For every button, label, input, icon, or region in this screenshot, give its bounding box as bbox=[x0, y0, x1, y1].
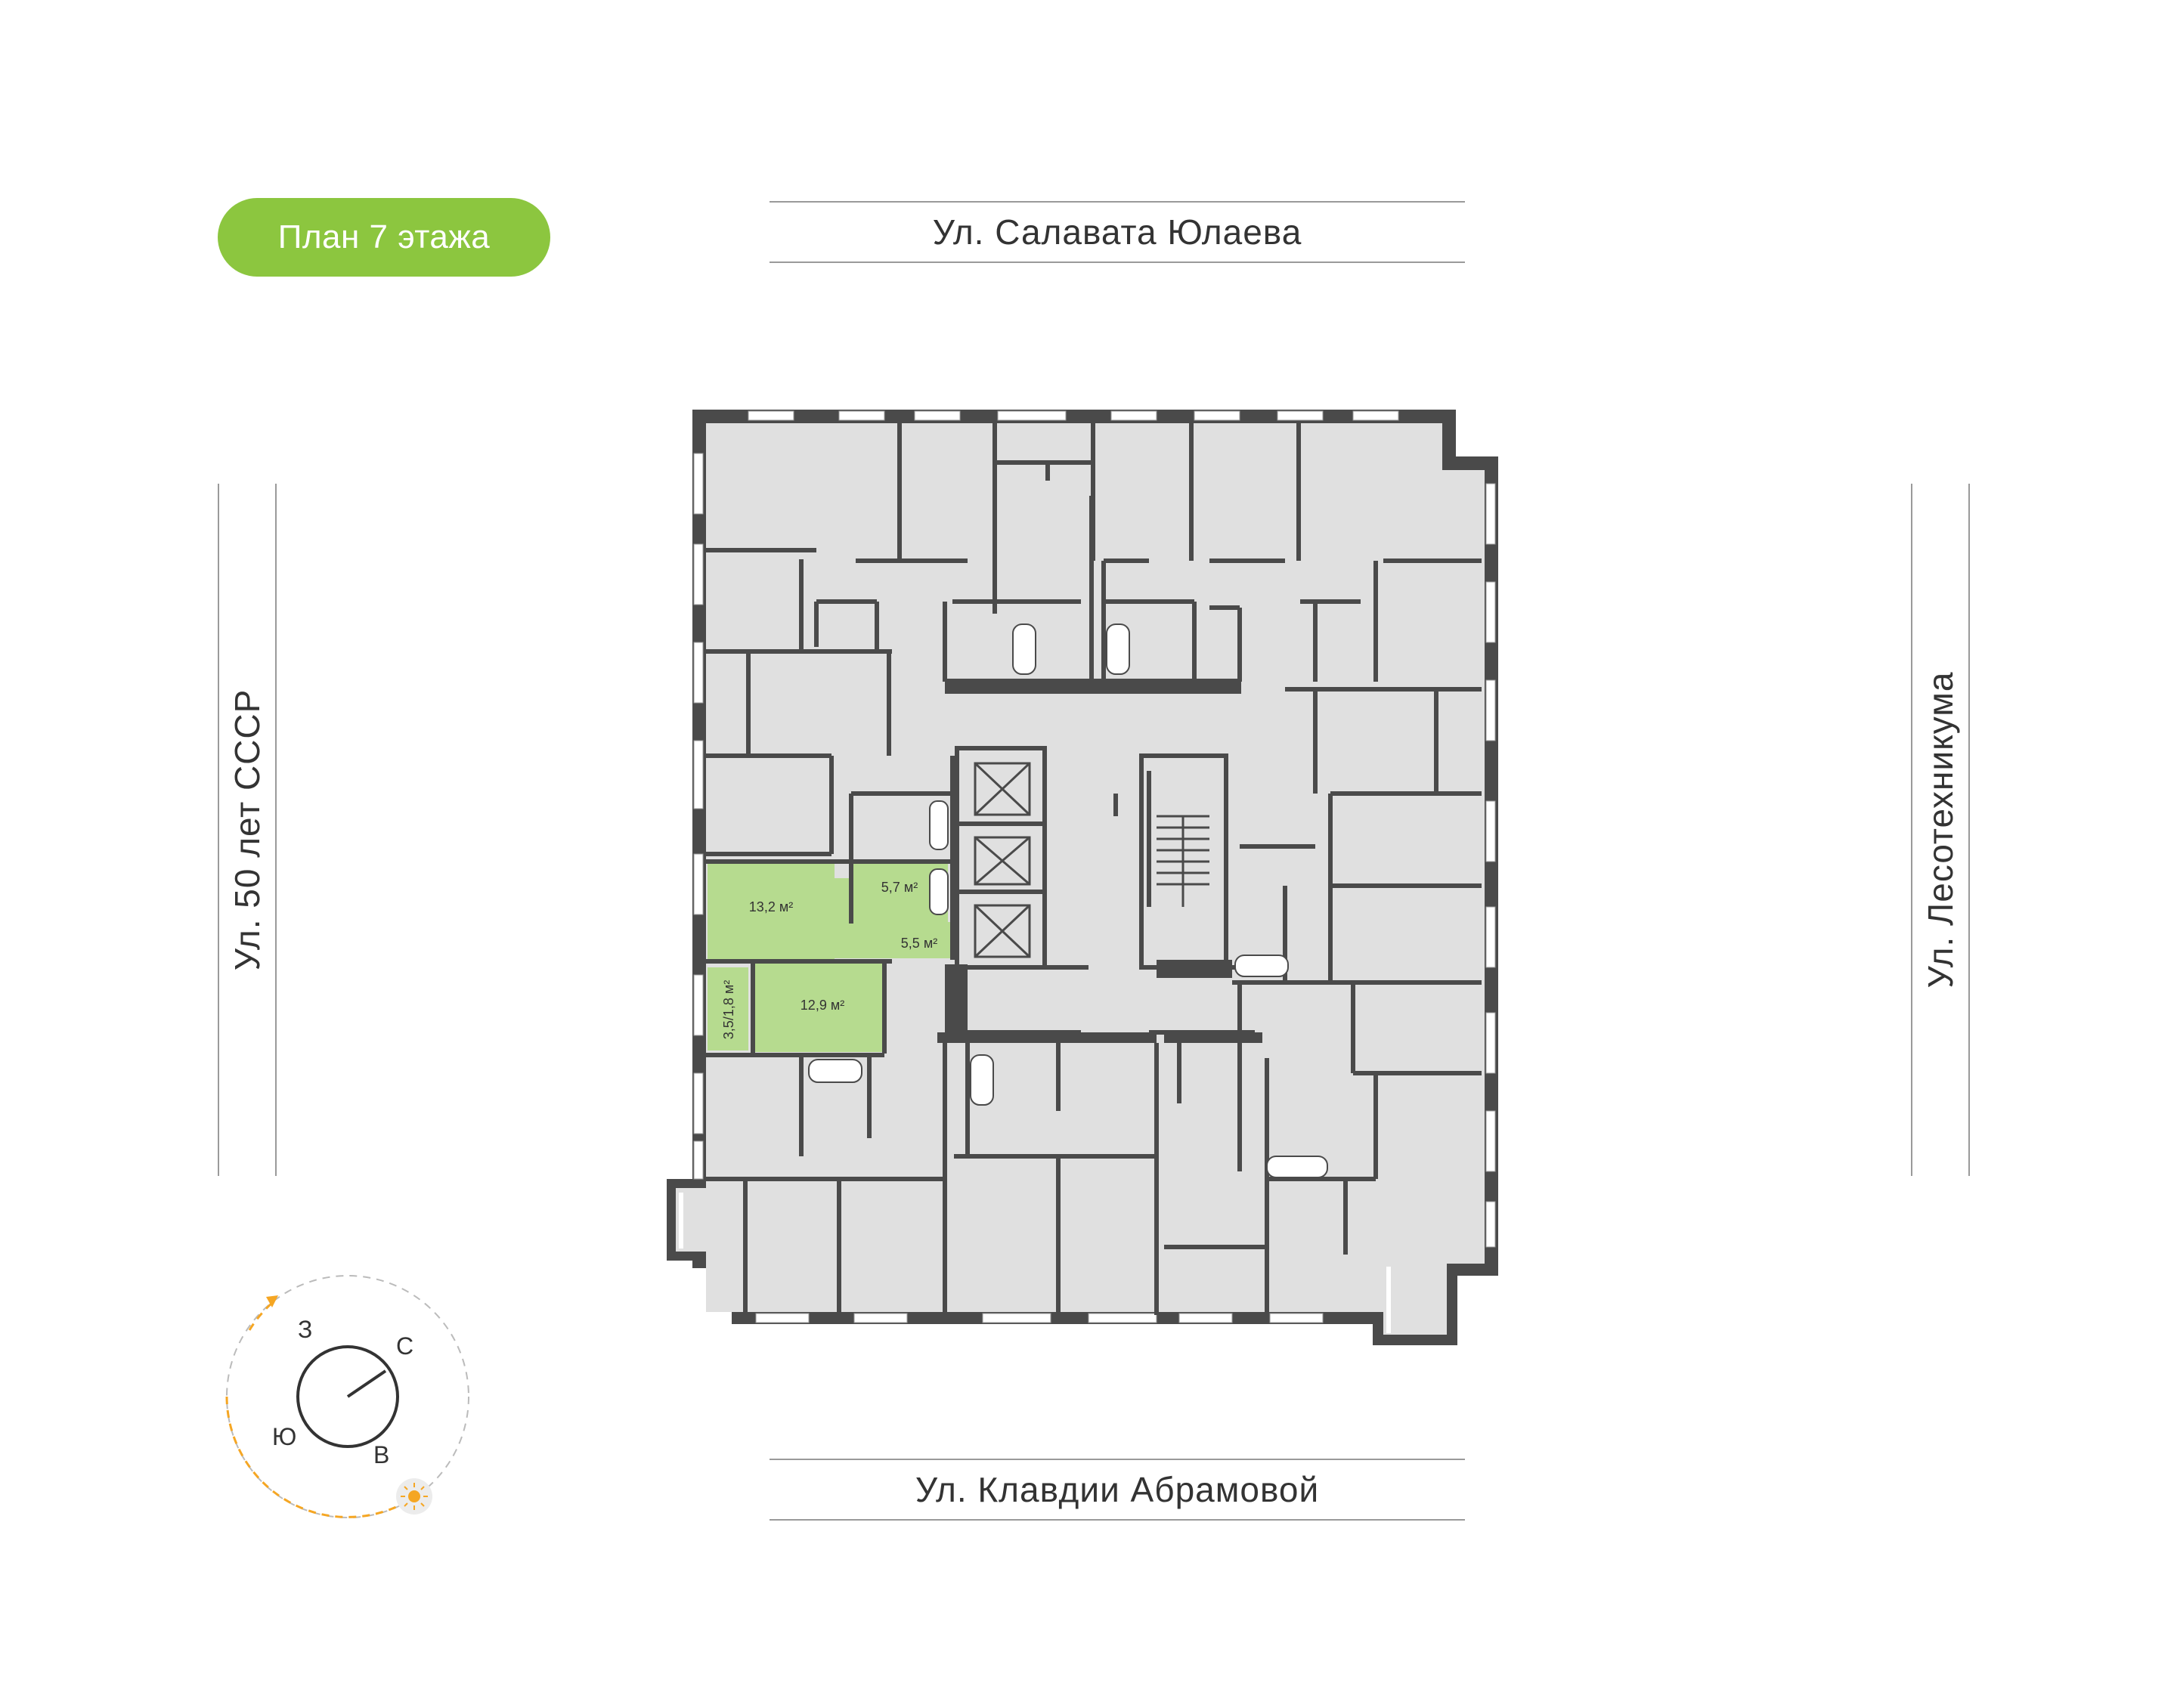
bedroom-area-label: 12,9 м² bbox=[801, 998, 844, 1013]
balcony-area-label: 3,5/1,8 м² bbox=[721, 980, 736, 1039]
compass-south: Ю bbox=[272, 1423, 296, 1450]
highlighted-apartment[interactable] bbox=[708, 863, 954, 1052]
bedroom-room bbox=[754, 961, 884, 1052]
bathroom-area-label: 5,7 м² bbox=[881, 880, 918, 895]
street-bottom: Ул. Клавдии Абрамовой bbox=[770, 1459, 1465, 1521]
room-labels: 13,2 м² 5,7 м² 5,5 м² 12,9 м² 3,5/1,8 м² bbox=[721, 880, 937, 1039]
kitchen-room bbox=[708, 863, 835, 960]
hallway-room bbox=[835, 922, 954, 958]
arrow-icon bbox=[266, 1295, 278, 1307]
balcony-room bbox=[708, 967, 748, 1050]
hallway-area-label: 5,5 м² bbox=[901, 936, 937, 951]
compass: З С Ю В bbox=[225, 1275, 469, 1518]
street-left: Ул. 50 лет СССР bbox=[218, 484, 277, 1176]
street-right: Ул. Лесотехникума bbox=[1911, 484, 1970, 1176]
floor-plan-badge: План 7 этажа bbox=[218, 198, 550, 277]
street-top-label: Ул. Салавата Юлаева bbox=[932, 212, 1302, 252]
balcony-frames bbox=[679, 1193, 1391, 1333]
corridor-walls bbox=[937, 679, 1262, 1043]
street-top: Ул. Салавата Юлаева bbox=[770, 201, 1465, 263]
sun-path-arc bbox=[225, 1396, 409, 1518]
compass-north: С bbox=[396, 1332, 413, 1360]
bathroom-fixtures bbox=[808, 623, 1328, 1178]
building-shell bbox=[667, 410, 1498, 1345]
stairwell bbox=[1157, 815, 1209, 907]
compass-east: В bbox=[373, 1441, 389, 1468]
compass-needle bbox=[346, 1369, 387, 1398]
kitchen-area-label: 13,2 м² bbox=[749, 899, 793, 914]
elevators bbox=[974, 762, 1031, 958]
street-bottom-label: Ул. Клавдии Абрамовой bbox=[915, 1470, 1320, 1509]
orbit-dashed bbox=[226, 1275, 469, 1518]
compass-west: З bbox=[298, 1316, 312, 1343]
windows bbox=[693, 410, 1496, 1323]
interior-walls bbox=[706, 422, 1482, 1315]
